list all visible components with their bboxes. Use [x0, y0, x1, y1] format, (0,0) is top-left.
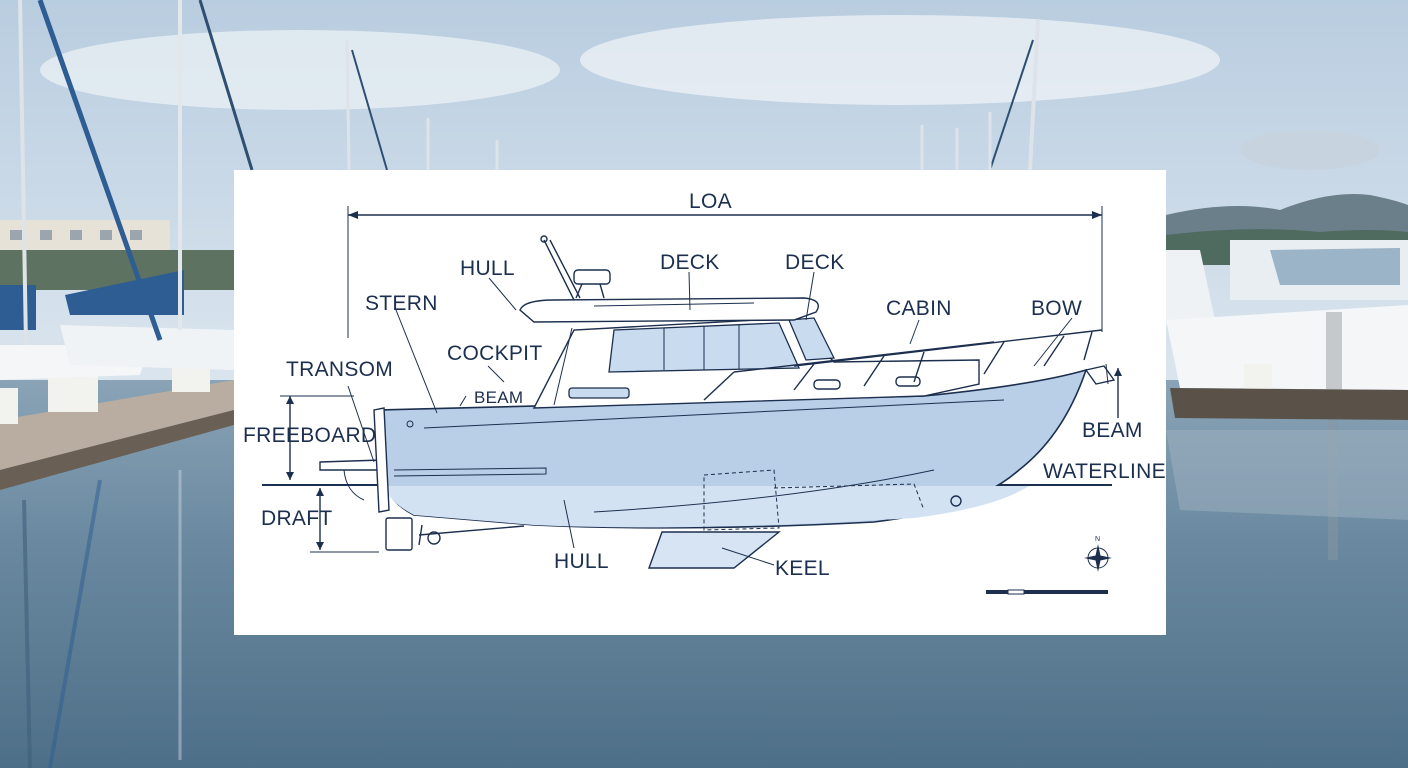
antenna-mast	[543, 239, 581, 301]
boat-anatomy-diagram: LOA	[243, 190, 1166, 595]
label-cockpit: COCKPIT	[447, 342, 542, 365]
label-transom: TRANSOM	[286, 358, 393, 381]
hardtop-roof	[519, 297, 819, 323]
loa-arrow-left	[348, 211, 358, 219]
label-bow: BOW	[1031, 297, 1082, 320]
label-beam-right: BEAM	[1082, 419, 1143, 442]
label-freeboard: FREEBOARD	[243, 424, 376, 447]
label-cabin: CABIN	[886, 297, 952, 320]
label-deck-2: DECK	[785, 251, 845, 274]
keel-shape	[648, 531, 781, 569]
bow-anchor	[1084, 365, 1116, 385]
boat-diagram-panel: LOA	[234, 170, 1166, 635]
label-draft: DRAFT	[261, 507, 333, 530]
label-hull-top: HULL	[460, 257, 515, 280]
label-hull-bottom: HULL	[554, 550, 609, 573]
compass-north-label: N	[1095, 536, 1100, 543]
scale-bar	[986, 589, 1108, 595]
label-keel: KEEL	[775, 557, 830, 580]
label-deck-1: DECK	[660, 251, 720, 274]
label-loa: LOA	[689, 190, 732, 213]
label-beam-small: BEAM	[474, 388, 523, 407]
loa-arrow-right	[1092, 211, 1102, 219]
radar-dome	[573, 269, 611, 285]
label-stern: STERN	[365, 292, 438, 315]
label-waterline: WATERLINE	[1043, 460, 1166, 483]
compass-rose-icon: N	[1084, 536, 1112, 572]
rudder	[385, 517, 413, 551]
swim-platform	[319, 459, 383, 471]
hull-below-waterline	[384, 486, 1029, 528]
